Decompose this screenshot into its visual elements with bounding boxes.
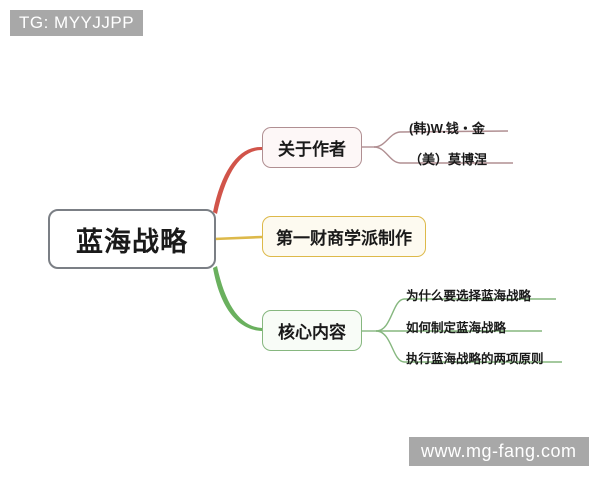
link-root-producer	[212, 235, 264, 241]
link-core-child-1	[375, 298, 556, 332]
mindmap-branch-producer[interactable]: 第一财商学派制作	[262, 216, 426, 257]
leaf-core-1[interactable]: 为什么要选择蓝海战略	[406, 289, 532, 303]
link-author-child-2	[373, 146, 513, 164]
mindmap-branch-author[interactable]: 关于作者	[262, 127, 362, 168]
leaf-author-1[interactable]: (韩)W.钱・金	[409, 121, 485, 136]
mindmap-root-label: 蓝海战略	[76, 226, 188, 257]
link-core-child-3	[375, 330, 562, 363]
mindmap-root-node[interactable]: 蓝海战略	[48, 209, 216, 269]
link-root-core	[213, 266, 262, 331]
leaf-author-2[interactable]: （美）莫博涅	[409, 152, 488, 167]
watermark-bottom-text: www.mg-fang.com	[421, 441, 577, 461]
link-root-author	[213, 146, 262, 214]
link-author-child-1	[373, 130, 509, 148]
watermark-bottom: www.mg-fang.com	[409, 437, 589, 466]
mindmap-branch-producer-label: 第一财商学派制作	[276, 229, 412, 248]
leaf-core-2[interactable]: 如何制定蓝海战略	[406, 321, 507, 335]
mindmap-branch-core[interactable]: 核心内容	[262, 310, 362, 351]
mindmap-branch-author-label: 关于作者	[278, 140, 346, 159]
watermark-top-text: TG: MYYJJPP	[19, 13, 135, 32]
watermark-top: TG: MYYJJPP	[10, 10, 144, 36]
leaf-core-3[interactable]: 执行蓝海战略的两项原则	[406, 352, 544, 366]
mindmap-branch-core-label: 核心内容	[278, 323, 346, 342]
